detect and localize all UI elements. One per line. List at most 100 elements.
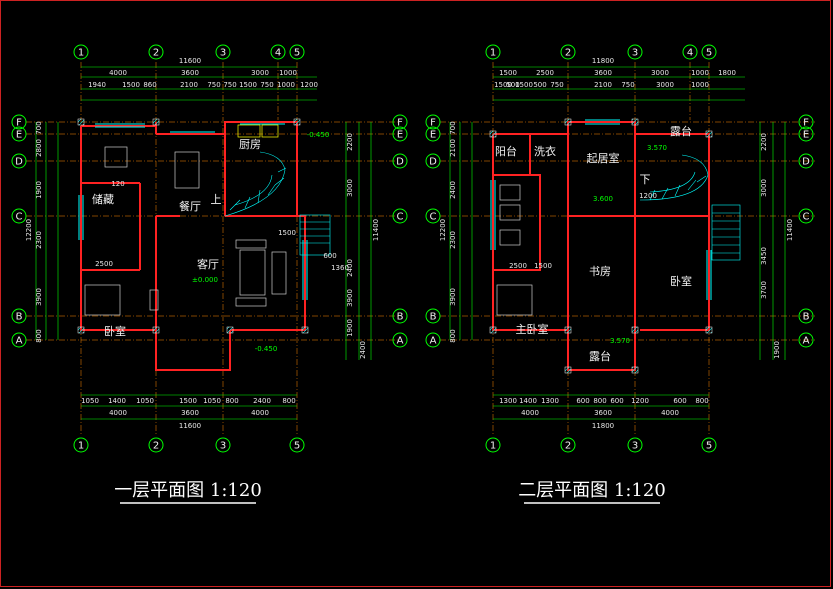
- axis-left-B-bubble: [11, 308, 27, 324]
- axis-left-E: E: [430, 130, 436, 141]
- dimension-right: 3900: [346, 289, 354, 307]
- dimension-bottom: 1300: [541, 397, 559, 405]
- columns-2: [489, 118, 713, 374]
- dimension-bottom: 800: [593, 397, 606, 405]
- dimension-top: 1000: [277, 81, 295, 89]
- axis-bottom-3: 3: [220, 441, 226, 452]
- dimension-left: 700: [449, 121, 457, 134]
- room-label: 露台: [670, 124, 692, 138]
- axis-left-E-bubble: [425, 126, 441, 142]
- dimension-right: 2400: [346, 259, 354, 277]
- dimension-bottom: 1400: [108, 397, 126, 405]
- dimension-bottom: 3600: [181, 409, 199, 417]
- axis-right-B-bubble: [798, 308, 814, 324]
- dimension-left: 2300: [449, 231, 457, 249]
- total-depth: 11400: [786, 219, 794, 241]
- room-label: 起居室: [587, 151, 620, 165]
- dimension-top: 750: [550, 81, 563, 89]
- dimension-top: 860: [143, 81, 156, 89]
- dimension-lines: [35, 66, 372, 420]
- axis-top-4-bubble: [270, 44, 286, 60]
- dimension-top: 1500: [239, 81, 257, 89]
- dimension-bottom: 2400: [253, 397, 271, 405]
- dimension-top: 1500: [494, 81, 512, 89]
- dimension-top: 500: [506, 81, 519, 89]
- axis-right-F-bubble: [392, 114, 408, 130]
- dimension-top: 500: [533, 81, 546, 89]
- axis-bottom-1-bubble: [73, 437, 89, 453]
- plan-annotation: 上: [211, 193, 222, 206]
- total-width-bottom: 11800: [592, 422, 614, 430]
- axis-right-C: C: [397, 212, 404, 223]
- axis-right-F: F: [803, 118, 809, 129]
- axis-left-F: F: [430, 118, 436, 129]
- axis-right-F-bubble: [798, 114, 814, 130]
- axis-top-3: 3: [632, 48, 638, 59]
- axis-bottom-2-bubble: [148, 437, 164, 453]
- dimension-top: 750: [207, 81, 220, 89]
- dimension-top: 3000: [656, 81, 674, 89]
- spiral-stair-2: [639, 154, 741, 261]
- axis-top-3: 3: [220, 48, 226, 59]
- axis-top-4: 4: [275, 48, 281, 59]
- axis-top-2-bubble: [560, 44, 576, 60]
- dimension-bottom: 3600: [594, 409, 612, 417]
- room-label: 客厅: [197, 257, 219, 271]
- dimension-right: 3700: [760, 281, 768, 299]
- elevation-label: 3.600: [593, 195, 613, 203]
- dimension-top: 1500: [122, 81, 140, 89]
- axis-bottom-5-bubble: [289, 437, 305, 453]
- elevation-label: -0.450: [255, 345, 278, 353]
- axis-left-A-bubble: [11, 332, 27, 348]
- axis-top-5: 5: [294, 48, 300, 59]
- axis-right-B: B: [803, 312, 810, 323]
- room-label: 阳台: [495, 144, 517, 158]
- kitchen-fixtures: [237, 124, 279, 138]
- elevation-label: ±0.000: [192, 276, 218, 284]
- axis-right-B-bubble: [392, 308, 408, 324]
- plan-title: 一层平面图 1:120: [114, 480, 262, 501]
- axis-left-D: D: [429, 157, 437, 168]
- dimension-left: 800: [35, 329, 43, 342]
- dimension-left: 2300: [35, 231, 43, 249]
- axis-left-B: B: [16, 312, 23, 323]
- axis-left-D: D: [15, 157, 23, 168]
- plan-title: 二层平面图 1:120: [518, 480, 666, 501]
- axis-bottom-2: 2: [565, 441, 571, 452]
- total-depth: 11400: [372, 219, 380, 241]
- elevation-label: -0.450: [307, 131, 330, 139]
- axis-bottom-2: 2: [153, 441, 159, 452]
- axis-bottom-5-bubble: [701, 437, 717, 453]
- plan-annotation: 2500: [95, 260, 113, 268]
- dimension-right: 3450: [760, 247, 768, 265]
- axis-top-5: 5: [706, 48, 712, 59]
- axis-right-B: B: [397, 312, 404, 323]
- dimension-right: 1900: [773, 341, 781, 359]
- axis-right-A-bubble: [798, 332, 814, 348]
- axis-left-D-bubble: [11, 153, 27, 169]
- axis-top-1: 1: [490, 48, 496, 59]
- dimension-top: 3000: [251, 69, 269, 77]
- furniture-2: [496, 184, 533, 316]
- dimension-bottom: 800: [282, 397, 295, 405]
- axis-bottom-2-bubble: [560, 437, 576, 453]
- axis-right-E-bubble: [798, 126, 814, 142]
- plan-second-floor: [440, 62, 815, 435]
- plan-annotation: 120: [111, 180, 124, 188]
- axis-right-A: A: [397, 336, 404, 347]
- elevation-label: 3.570: [647, 144, 667, 152]
- room-label: 书房: [589, 265, 611, 278]
- dimension-bottom: 1500: [179, 397, 197, 405]
- plan-first-floor: [26, 62, 400, 435]
- dimension-bottom: 4000: [661, 409, 679, 417]
- elevation-label: 3.570: [610, 337, 630, 345]
- dimension-top: 4000: [109, 69, 127, 77]
- axis-bottom-3: 3: [632, 441, 638, 452]
- plan-annotation: 下: [640, 173, 651, 186]
- room-label: 洗衣: [534, 144, 556, 158]
- dimension-bottom: 1050: [81, 397, 99, 405]
- axis-top-3-bubble: [627, 44, 643, 60]
- dimension-bottom: 600: [673, 397, 686, 405]
- dimension-top: 2100: [594, 81, 612, 89]
